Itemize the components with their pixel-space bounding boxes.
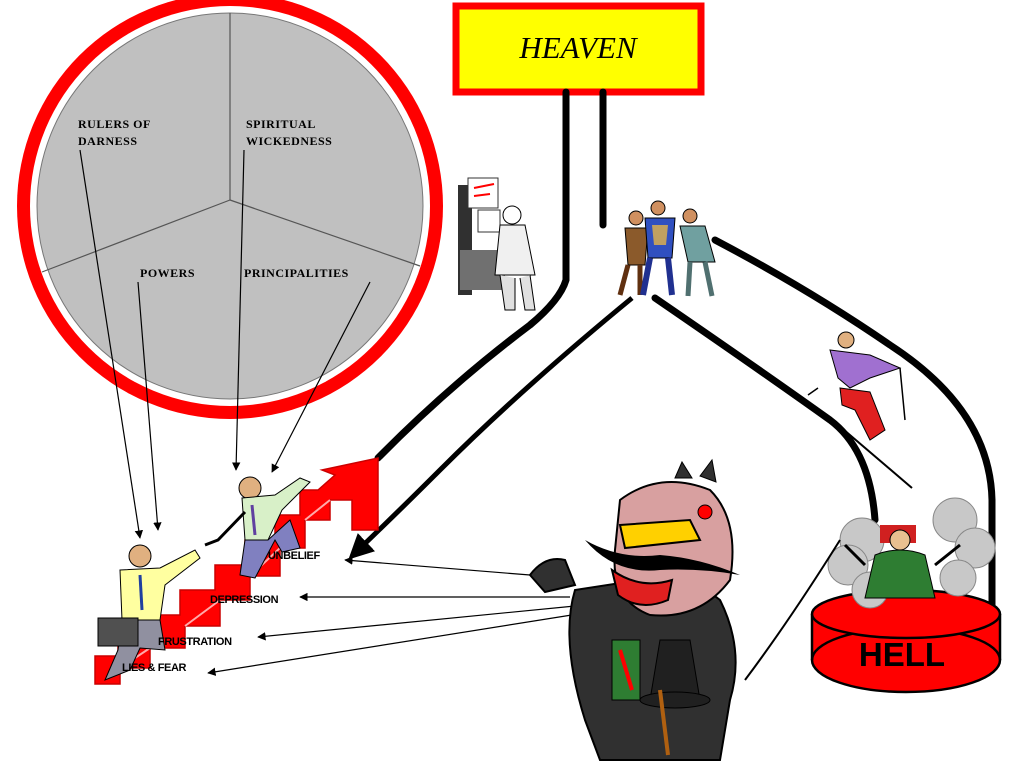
arrow-to-frustration — [257, 605, 576, 641]
office-worker-icon — [458, 177, 536, 311]
arrow-to-lies-and-fear — [207, 613, 579, 676]
road-to-hell-inner — [651, 294, 879, 524]
arrow-to-unbelief — [344, 556, 531, 576]
road-left-stair — [374, 88, 570, 462]
road-to-hell-outer — [711, 236, 996, 612]
wheel-divider-left — [41, 199, 231, 273]
wheel-arrows — [79, 149, 371, 539]
heaven-sign: HEAVEN — [452, 2, 705, 96]
step-label-depression: DEPRESSION — [210, 594, 279, 606]
wheel-label-spiritual-line1: SPIRITUAL — [246, 117, 316, 131]
wheel-divider-right — [229, 199, 421, 267]
step-label-unbelief: UNBELIEF — [268, 550, 320, 562]
arrow-spiritual-to-man — [231, 149, 245, 471]
skier-icon — [807, 331, 913, 489]
heaven-label: HEAVEN — [518, 30, 639, 65]
wheel-label-spiritual-line2: WICKEDNESS — [246, 134, 332, 148]
man-climbing-top-icon — [204, 476, 311, 579]
wheel-label-principalities: PRINCIPALITIES — [244, 266, 349, 280]
tormented-figure-icon — [843, 525, 961, 599]
hell-label: HELL — [859, 636, 945, 673]
wheel-label-rulers-line2: DARNESS — [78, 134, 138, 148]
man-climbing-bottom-icon — [97, 544, 201, 681]
heaven-sign-box — [452, 2, 705, 96]
devil-figure-icon — [528, 458, 841, 761]
arrow-principalities-to-man — [271, 281, 371, 473]
group-of-men-icon — [617, 200, 716, 297]
staircase-arrow — [94, 457, 379, 685]
briefcase-icon — [97, 617, 139, 647]
wheel-label-powers: POWERS — [140, 266, 195, 280]
step-label-frustration: FRUSTRATION — [158, 636, 232, 648]
step-label-lies-and-fear: LIES & FEAR — [122, 662, 187, 674]
wheel-label-rulers-line1: RULERS OF — [78, 117, 151, 131]
arrow-powers-to-man — [137, 281, 162, 531]
road-to-unbelief — [348, 296, 634, 560]
paths-to-heaven-and-hell — [374, 88, 996, 612]
spiritual-forces-wheel: RULERS OF DARNESS SPIRITUAL WICKEDNESS P… — [17, 0, 443, 419]
arrow-rulers-to-man — [79, 149, 143, 539]
devil-arrows — [207, 556, 579, 676]
hell-pit: HELL — [810, 497, 1002, 694]
